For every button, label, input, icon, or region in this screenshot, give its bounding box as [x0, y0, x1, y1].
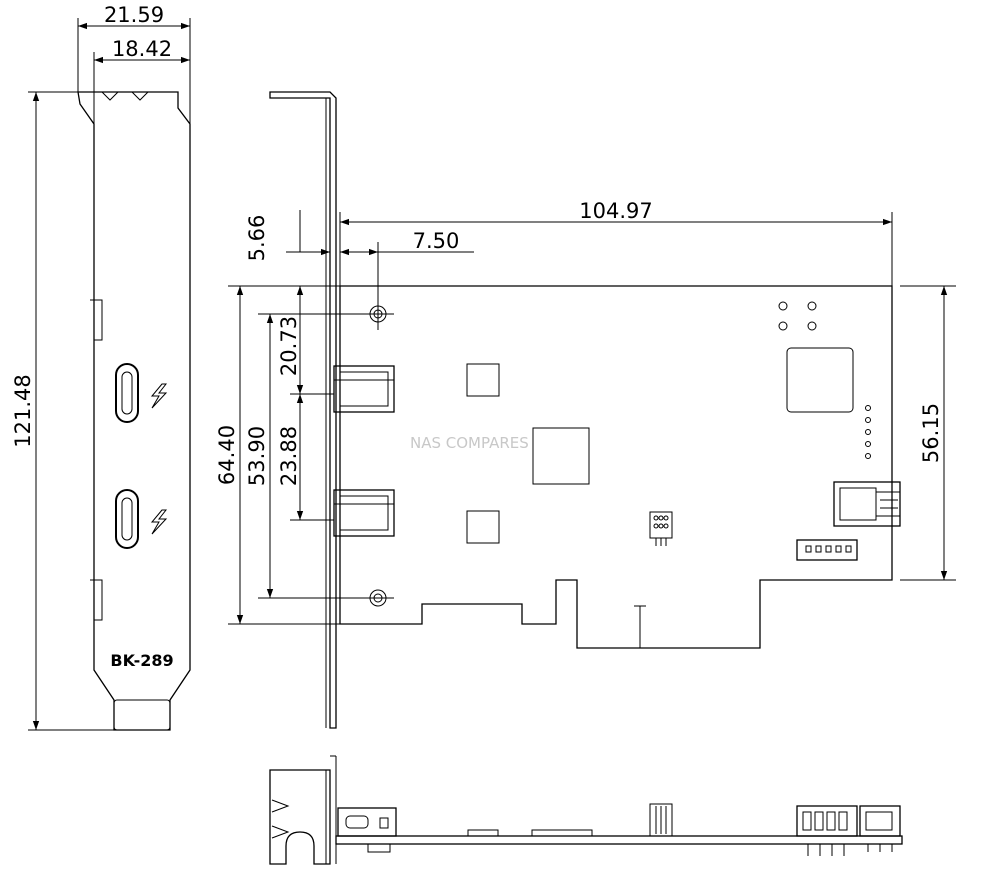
dim-flange: 5.66	[245, 215, 269, 262]
power-connector	[796, 539, 858, 561]
bracket-tab-right	[131, 91, 149, 101]
dim-port-top: 20.73	[277, 316, 301, 376]
watermark: NAS COMPARES	[410, 434, 529, 452]
bottom-view	[269, 755, 903, 865]
usb-c-port-top	[115, 363, 139, 423]
chip	[466, 510, 500, 544]
bracket-side-profile	[269, 91, 337, 729]
bracket-notch-upper	[94, 299, 103, 341]
thunderbolt-icon	[150, 383, 168, 409]
side-view-dimensions: 104.97 7.50 5.66 64.40 53.90 20.73 23.88	[215, 199, 956, 625]
dim-hole-span: 53.90	[245, 426, 269, 486]
bracket-notch-lower	[94, 579, 103, 621]
bracket-outline	[77, 91, 191, 731]
dim-board-length: 104.97	[579, 199, 652, 223]
bracket-foot	[113, 699, 171, 731]
bracket-front-view: BK-289 21.59 18.42 121.48	[11, 3, 191, 731]
main-chip	[786, 347, 854, 413]
thunderbolt-icon	[150, 509, 168, 535]
usb-c-port-bottom	[115, 489, 139, 549]
chip	[466, 363, 500, 397]
bracket-tab-left	[101, 91, 119, 101]
usb-a-internal-connector	[833, 481, 901, 527]
dim-inner-width: 18.42	[112, 37, 172, 61]
pin-header	[649, 511, 673, 546]
usb-c-connector-lower	[333, 489, 395, 537]
dim-bracket-height: 121.48	[11, 374, 35, 447]
dim-hole-offset: 7.50	[413, 229, 460, 253]
dim-port-span: 23.88	[277, 426, 301, 486]
usb-c-connector-upper	[333, 365, 395, 413]
controller-chip	[532, 427, 590, 485]
dim-total-height: 64.40	[215, 425, 239, 485]
pcb-board: NAS COMPARES	[333, 285, 901, 649]
bracket-model-label: BK-289	[110, 651, 173, 670]
dim-board-height: 56.15	[919, 403, 943, 463]
dim-outer-width: 21.59	[104, 3, 164, 27]
